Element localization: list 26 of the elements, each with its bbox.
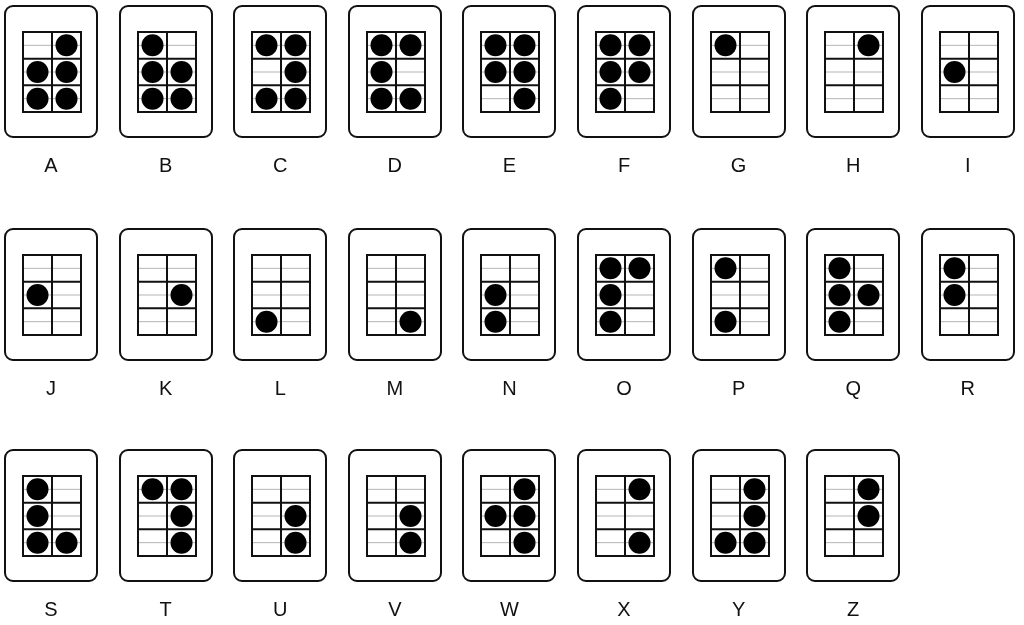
- letter-label: H: [845, 153, 861, 177]
- letter-label: G: [730, 153, 747, 177]
- letter-label: Y: [731, 597, 746, 621]
- letter-label: L: [274, 376, 286, 400]
- letter-label: T: [159, 597, 172, 621]
- letter-label: N: [502, 376, 517, 400]
- letter-label: R: [960, 376, 975, 400]
- letter-label: Z: [847, 597, 860, 621]
- letter-label: S: [44, 597, 58, 621]
- letter-label: X: [617, 597, 631, 621]
- letter-label: D: [387, 153, 402, 177]
- letter-label: M: [386, 376, 404, 400]
- letter-label: I: [965, 153, 971, 177]
- letter-label: U: [272, 597, 288, 621]
- letter-label: O: [616, 376, 632, 400]
- letter-label: W: [499, 597, 519, 621]
- letter-label: E: [502, 153, 517, 177]
- letter-label: K: [158, 376, 173, 400]
- letter-label: J: [46, 376, 56, 400]
- letter-label: F: [617, 153, 631, 177]
- letter-label: Q: [845, 376, 861, 400]
- letter-label: P: [731, 376, 746, 400]
- letter-label: B: [158, 153, 173, 177]
- letter-label: C: [272, 153, 288, 177]
- letter-label: A: [44, 153, 58, 177]
- letter-label: V: [388, 597, 402, 621]
